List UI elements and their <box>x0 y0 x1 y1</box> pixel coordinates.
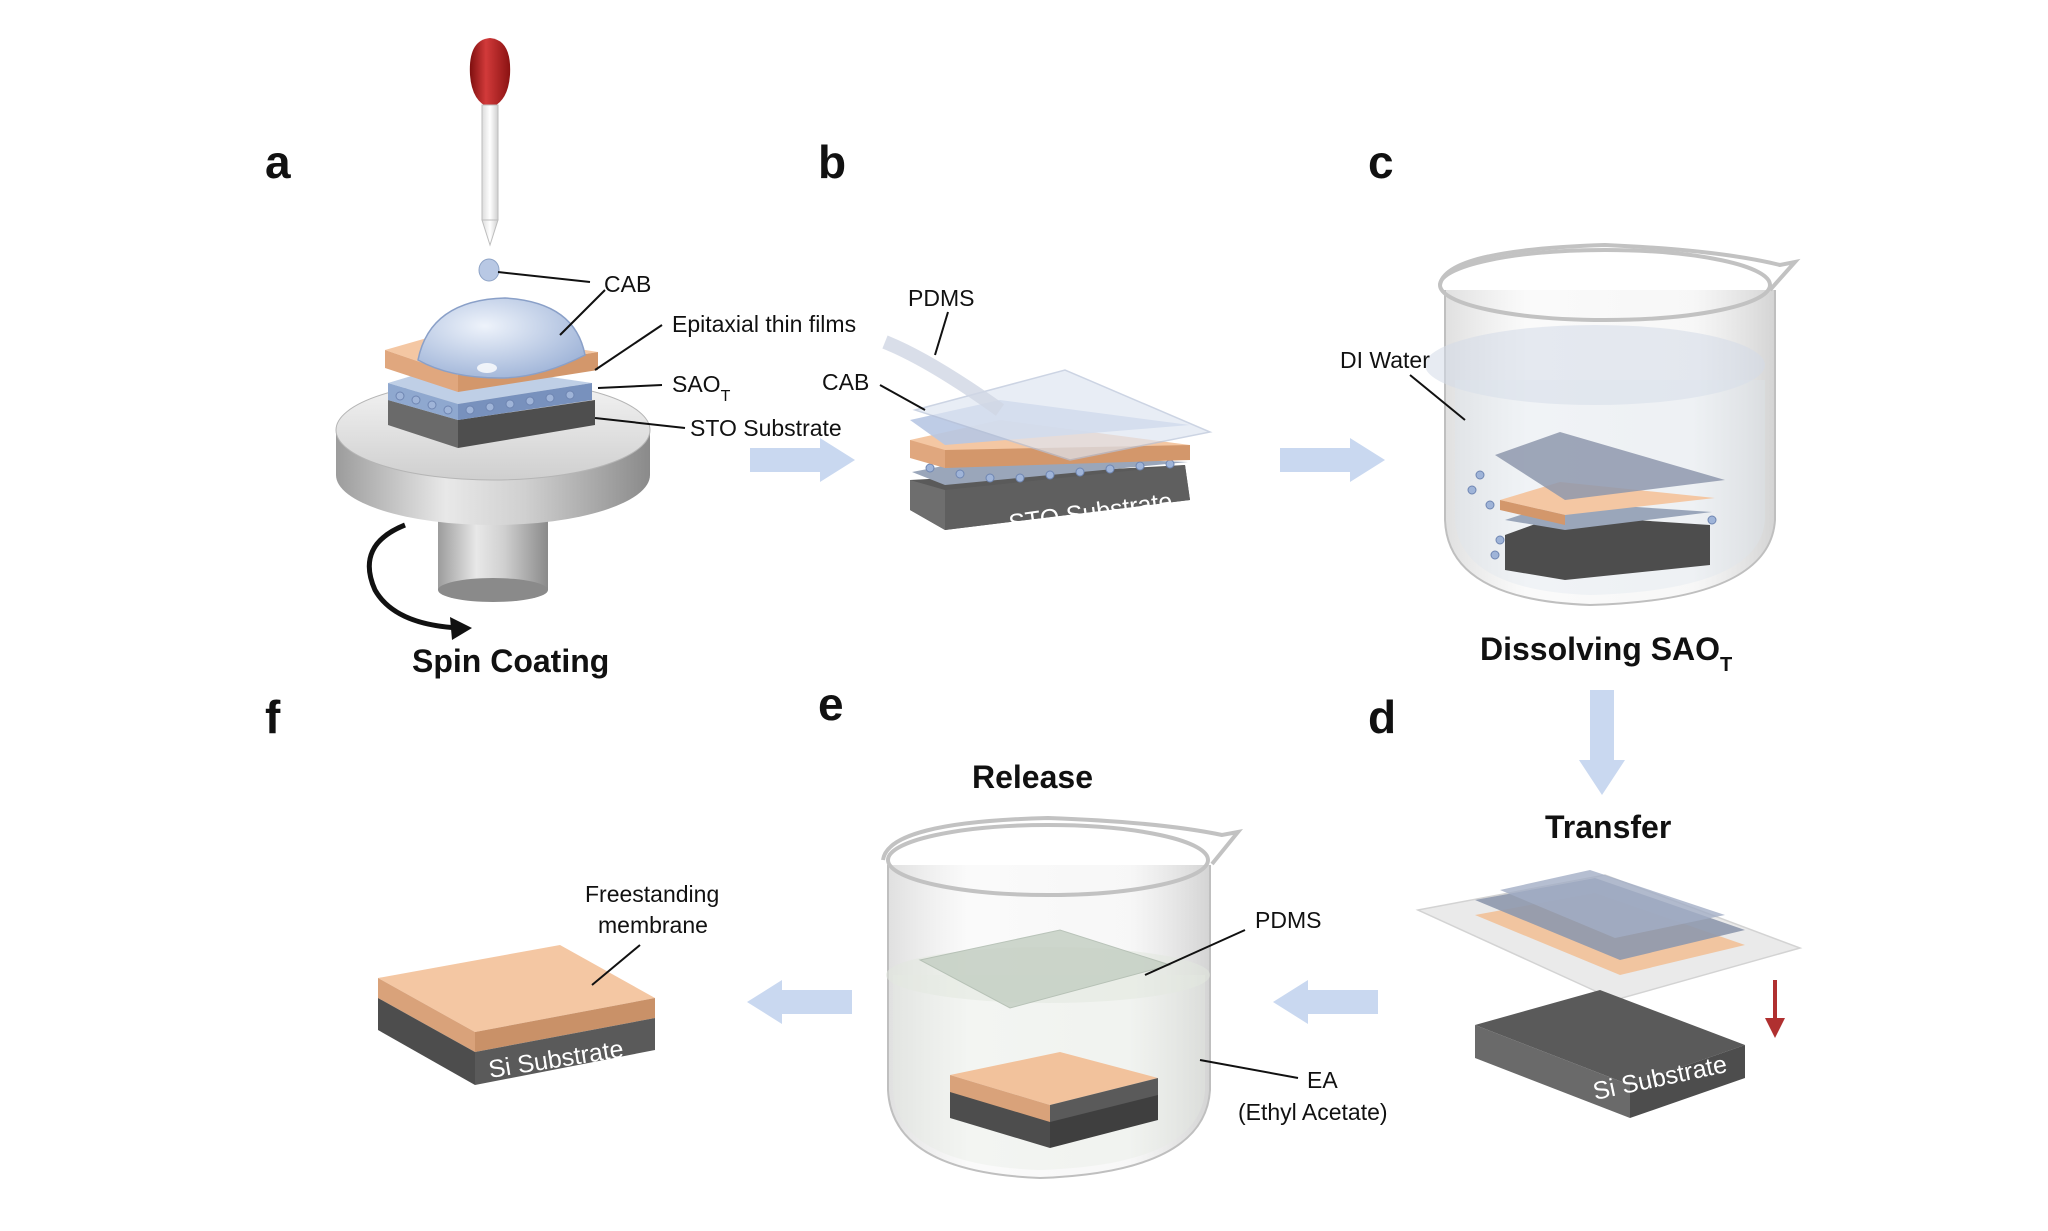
arrow-b-to-c-icon <box>1280 438 1385 482</box>
label-sao-t: SAOT <box>672 371 731 405</box>
dropper-icon <box>469 38 511 282</box>
label-sto-substrate-a: STO Substrate <box>690 415 842 441</box>
label-pdms-b: PDMS <box>908 285 974 311</box>
panel-letter-a: a <box>265 136 291 188</box>
step-title-transfer: Transfer <box>1545 809 1671 845</box>
arrow-c-to-d-icon <box>1579 690 1625 795</box>
label-membrane: membrane <box>598 912 708 938</box>
panel-letter-d: d <box>1368 691 1396 743</box>
arrow-e-to-f-icon <box>747 980 852 1024</box>
panel-b-pdms-stamp: PDMS CAB STO Substrate <box>822 285 1213 538</box>
label-cab-a: CAB <box>604 271 651 297</box>
down-arrow-icon <box>1765 980 1785 1038</box>
panel-f-membrane: Si Substrate Freestanding membrane <box>378 881 719 1085</box>
panel-letter-c: c <box>1368 136 1394 188</box>
label-epitaxial-films: Epitaxial thin films <box>672 311 856 337</box>
panel-letter-b: b <box>818 136 846 188</box>
arrow-d-to-e-icon <box>1273 980 1378 1024</box>
label-di-water: DI Water <box>1340 347 1430 373</box>
step-title-dissolving: Dissolving SAOT <box>1480 631 1732 676</box>
label-cab-b: CAB <box>822 369 869 395</box>
label-ea: EA <box>1307 1067 1338 1093</box>
label-pdms-e: PDMS <box>1255 907 1321 933</box>
panel-d-transfer: Transfer Si Substrate <box>1415 809 1803 1118</box>
panel-c-beaker: DI Water Dissolving SAOT <box>1340 242 1801 676</box>
panel-letter-e: e <box>818 678 844 730</box>
step-title-release: Release <box>972 759 1093 795</box>
arrow-a-to-b-icon <box>750 438 855 482</box>
panel-a-spin-coater: CAB Epitaxial thin films SAOT STO Substr… <box>335 38 856 679</box>
label-freestanding: Freestanding <box>585 881 719 907</box>
panel-e-beaker: Release PDMS EA (Ethyl Acetate) <box>881 759 1388 1180</box>
label-ethyl-acetate: (Ethyl Acetate) <box>1238 1099 1388 1125</box>
panel-letter-f: f <box>265 691 281 743</box>
step-title-spin-coating: Spin Coating <box>412 643 609 679</box>
